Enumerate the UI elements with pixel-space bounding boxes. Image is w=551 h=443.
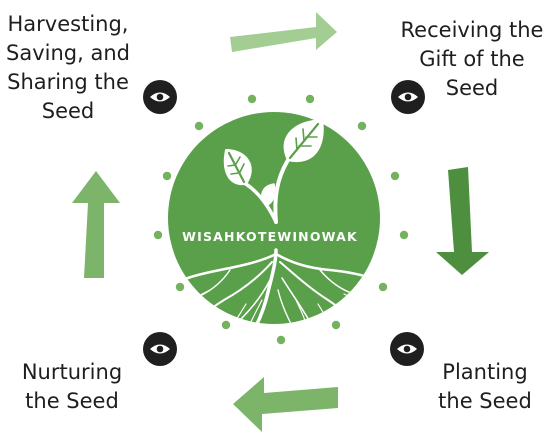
stage-label-harvesting: Harvesting, Saving, and Sharing the Seed bbox=[4, 10, 132, 126]
stage-label-line: Saving, and bbox=[6, 41, 130, 65]
stage-label-line: Nurturing bbox=[21, 360, 123, 384]
dotted-ring bbox=[153, 94, 409, 345]
stage-label-line: the Seed bbox=[438, 389, 532, 413]
eye-icon bbox=[143, 332, 177, 366]
stage-label-line: Seed bbox=[445, 76, 499, 100]
ring-dot bbox=[175, 282, 185, 292]
stage-label-line: Planting bbox=[442, 360, 528, 384]
stage-label-line: Seed bbox=[41, 99, 95, 123]
arrow-right bbox=[436, 167, 489, 275]
ring-dot bbox=[194, 121, 204, 131]
ring-dot bbox=[162, 171, 172, 181]
stage-label-line: Sharing the bbox=[7, 70, 129, 94]
stage-label-line: the Seed bbox=[25, 389, 119, 413]
stage-label-nurturing: Nurturing the Seed bbox=[16, 358, 128, 416]
ring-dot bbox=[276, 335, 286, 345]
eye-icon bbox=[143, 80, 177, 114]
ring-dot bbox=[357, 121, 367, 131]
stage-label-line: Gift of the bbox=[419, 47, 525, 71]
ring-dot bbox=[153, 230, 163, 240]
ring-dot bbox=[331, 320, 341, 330]
stage-label-line: Receiving the bbox=[400, 18, 544, 42]
eye-icon bbox=[391, 80, 425, 114]
ring-dot bbox=[399, 230, 409, 240]
eye-icon bbox=[390, 332, 424, 366]
ring-dot bbox=[221, 320, 231, 330]
stage-label-planting: Planting the Seed bbox=[433, 358, 537, 416]
center-title: WISAHKOTEWINOWAK bbox=[182, 229, 358, 244]
ring-dot bbox=[378, 282, 388, 292]
ring-dot bbox=[305, 94, 315, 104]
arrow-bottom bbox=[233, 377, 338, 432]
ring-dot bbox=[390, 171, 400, 181]
arrow-left bbox=[72, 171, 120, 278]
arrow-top bbox=[230, 12, 337, 52]
stage-label-receiving: Receiving the Gift of the Seed bbox=[397, 16, 547, 103]
ring-dot bbox=[247, 94, 257, 104]
seedling-leaves-icon bbox=[223, 119, 324, 224]
stage-label-line: Harvesting, bbox=[7, 12, 129, 36]
